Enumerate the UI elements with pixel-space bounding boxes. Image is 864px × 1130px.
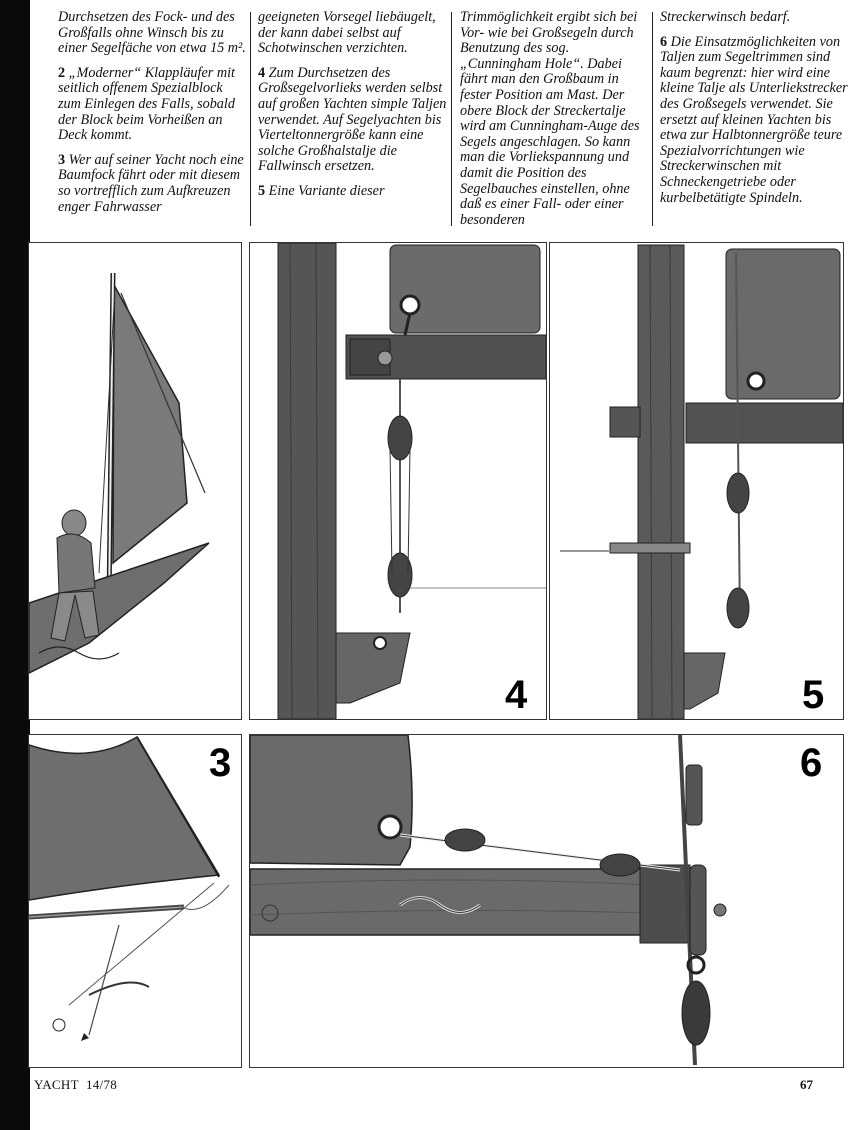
magazine-name: YACHT <box>34 1077 79 1092</box>
paragraph-number: 4 <box>258 64 266 81</box>
tack-tackle-drawing <box>277 243 546 719</box>
paragraph-3: 3 Wer auf seiner Yacht noch eine Baumfoc… <box>58 151 244 215</box>
figure-number-5: 5 <box>802 673 825 717</box>
paragraph-4: 4 Zum Durchsetzen des Großsegelvorlieks … <box>258 64 447 175</box>
paragraph-number: 5 <box>258 182 266 199</box>
text-column-2: geeigneten Vorsegel liebäugelt, der kann… <box>258 9 448 209</box>
text-column-3: Trimmöglichkeit ergibt sich bei Vor- wie… <box>460 9 650 237</box>
figure-6-outhaul-tackle: 6 <box>249 734 844 1068</box>
paragraph: Durchsetzen des Fock- und des Großfalls … <box>58 9 246 57</box>
paragraph: Streckerwinsch bedarf. <box>660 9 791 25</box>
outhaul-tackle-drawing <box>250 735 727 1066</box>
paragraph: Trimmöglichkeit ergibt sich bei Vor- wie… <box>460 9 640 228</box>
paragraph-number: 6 <box>660 33 668 50</box>
sailboat-drawing <box>29 272 210 674</box>
figure-number-6: 6 <box>800 741 823 785</box>
club-jib-drawing <box>29 735 230 1041</box>
paragraph-2: 2 „Moderner“ Klappläufer mit seitlich of… <box>58 64 235 144</box>
column-divider <box>250 12 251 226</box>
issue-number: 14/78 <box>85 1077 118 1092</box>
figure-number-3: 3 <box>209 741 232 785</box>
paragraph-6: 6 Die Einsatzmöglichkeiten von Taljen zu… <box>660 33 848 206</box>
cunningham-tackle-drawing <box>560 244 843 719</box>
figure-5-cunningham-tackle: 5 <box>549 242 844 720</box>
page-number: 67 <box>800 1077 813 1092</box>
page-binding-edge <box>0 0 30 1130</box>
paragraph: geeigneten Vorsegel liebäugelt, der kann… <box>258 9 436 57</box>
footer-magazine-issue: YACHT 14/78 <box>34 1077 117 1093</box>
figure-2-sailboat-illustration <box>28 242 242 720</box>
column-divider <box>652 12 653 226</box>
column-divider <box>451 12 452 226</box>
paragraph-number: 3 <box>58 151 66 168</box>
figure-number-4: 4 <box>505 673 528 717</box>
figure-3-club-jib: 3 <box>28 734 242 1068</box>
figure-4-tack-tackle: 4 <box>249 242 547 720</box>
paragraph-number: 2 <box>58 64 66 81</box>
text-column-4: Streckerwinsch bedarf. 6 Die Einsatzmögl… <box>660 9 850 215</box>
paragraph-5: 5 Eine Variante dieser <box>258 182 385 199</box>
text-column-1: Durchsetzen des Fock- und des Großfalls … <box>58 9 248 224</box>
